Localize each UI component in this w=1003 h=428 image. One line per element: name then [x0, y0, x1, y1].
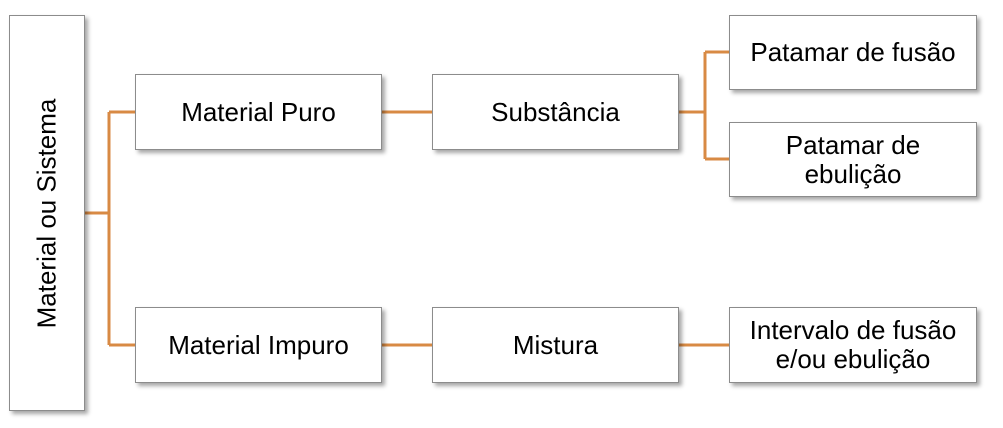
- root-label: Material ou Sistema: [31, 98, 62, 328]
- node-patamar-fusao: Patamar de fusão: [729, 15, 977, 90]
- root-node-material-ou-sistema: Material ou Sistema: [9, 15, 85, 411]
- node-label: Material Puro: [181, 96, 336, 127]
- node-label: Mistura: [512, 329, 599, 360]
- node-substancia: Substância: [432, 74, 679, 150]
- node-label: Material Impuro: [168, 329, 349, 360]
- node-label: Substância: [491, 96, 620, 127]
- node-mistura: Mistura: [432, 307, 679, 383]
- node-intervalo-fusao-ebulicao: Intervalo de fusão e/ou ebulição: [729, 307, 977, 383]
- node-label: Intervalo de fusão e/ou ebulição: [749, 315, 957, 374]
- node-label: Patamar de fusão: [750, 37, 956, 67]
- node-material-puro: Material Puro: [135, 74, 382, 150]
- node-label: Patamar de ebulição: [785, 129, 921, 189]
- node-material-impuro: Material Impuro: [135, 307, 382, 383]
- node-patamar-ebulicao: Patamar de ebulição: [729, 122, 977, 197]
